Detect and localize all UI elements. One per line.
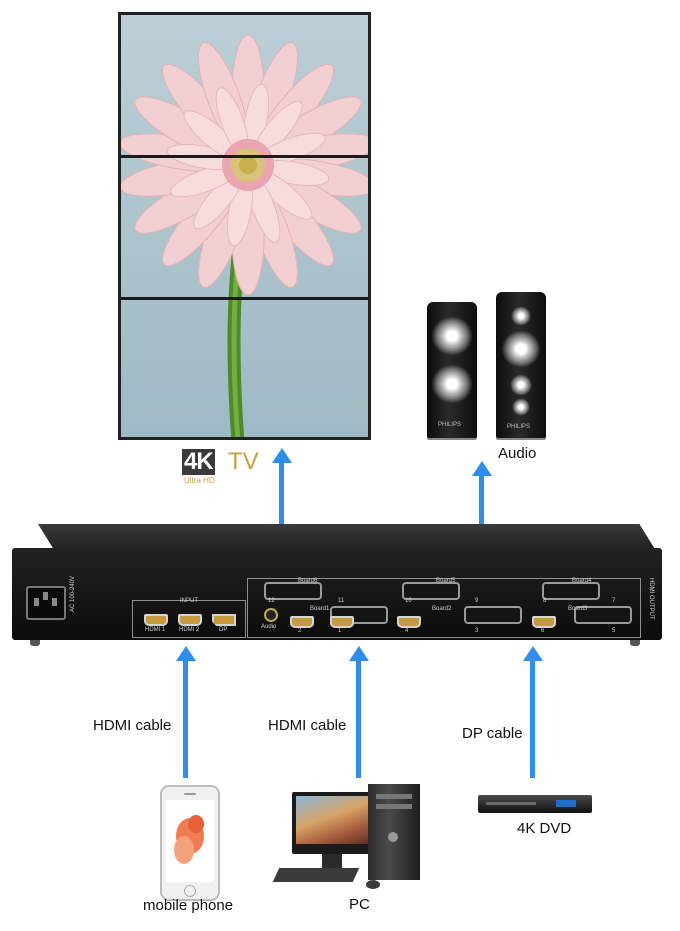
dvd-player	[478, 795, 592, 813]
ultra-hd-text: Ultra HD	[184, 476, 215, 485]
panel-seam	[121, 297, 368, 300]
board4-connector	[542, 582, 600, 600]
tv-text: TV	[228, 448, 259, 475]
board2-connector	[464, 606, 522, 624]
input-panel	[132, 600, 246, 638]
phone-screen	[166, 800, 214, 882]
arrow-from-pc	[356, 660, 361, 778]
output-panel	[247, 578, 641, 638]
video-wall-controller: AC 100-240V INPUT HDMI 1 HDMI 2 DP Audio…	[12, 548, 662, 640]
video-wall	[118, 12, 371, 440]
arrow-from-phone	[183, 660, 188, 778]
video-wall-screen	[121, 15, 368, 437]
output-port-2	[290, 616, 314, 628]
output-port-1	[330, 616, 354, 628]
power-socket	[26, 586, 66, 620]
audio-jack	[264, 608, 278, 622]
port-hdmi-2	[178, 614, 202, 626]
input-title: INPUT	[180, 598, 198, 604]
keyboard	[272, 868, 360, 882]
pc-label: PC	[349, 896, 370, 913]
panel-seam	[121, 155, 368, 158]
mobile-phone-label: mobile phone	[143, 897, 234, 914]
output-port-4	[397, 616, 421, 628]
cable-label-2: HDMI cable	[268, 717, 347, 734]
board5-connector	[402, 582, 460, 600]
arrow-to-audio	[479, 475, 484, 530]
arrow-to-tv	[279, 462, 284, 530]
board3-connector	[574, 606, 632, 624]
monitor-screen	[296, 796, 368, 844]
4k-badge: 4K	[182, 448, 215, 475]
monitor-stand	[322, 854, 342, 868]
output-port-6	[532, 616, 556, 628]
4k-tv-logo: 4K TV Ultra HD	[182, 449, 272, 487]
cable-label-3: DP cable	[462, 725, 523, 742]
port-hdmi-1	[144, 614, 168, 626]
port-dp	[212, 614, 236, 626]
flower-image	[121, 34, 368, 437]
pc-tower	[368, 784, 420, 880]
audio-label: Audio	[498, 445, 537, 462]
power-label: AC 100-240V	[70, 575, 76, 612]
hdmi-output-label: HDMI OUTPUT	[648, 578, 654, 620]
pc-monitor	[292, 792, 372, 854]
cable-label-1: HDMI cable	[93, 717, 172, 734]
speaker-left: PHILIPS	[427, 302, 477, 438]
board6-connector	[264, 582, 322, 600]
dvd-label: 4K DVD	[517, 820, 572, 837]
arrow-from-dvd	[530, 660, 535, 778]
mobile-phone-device	[160, 785, 220, 901]
speaker-right: PHILIPS	[496, 292, 546, 438]
mouse	[366, 880, 380, 889]
